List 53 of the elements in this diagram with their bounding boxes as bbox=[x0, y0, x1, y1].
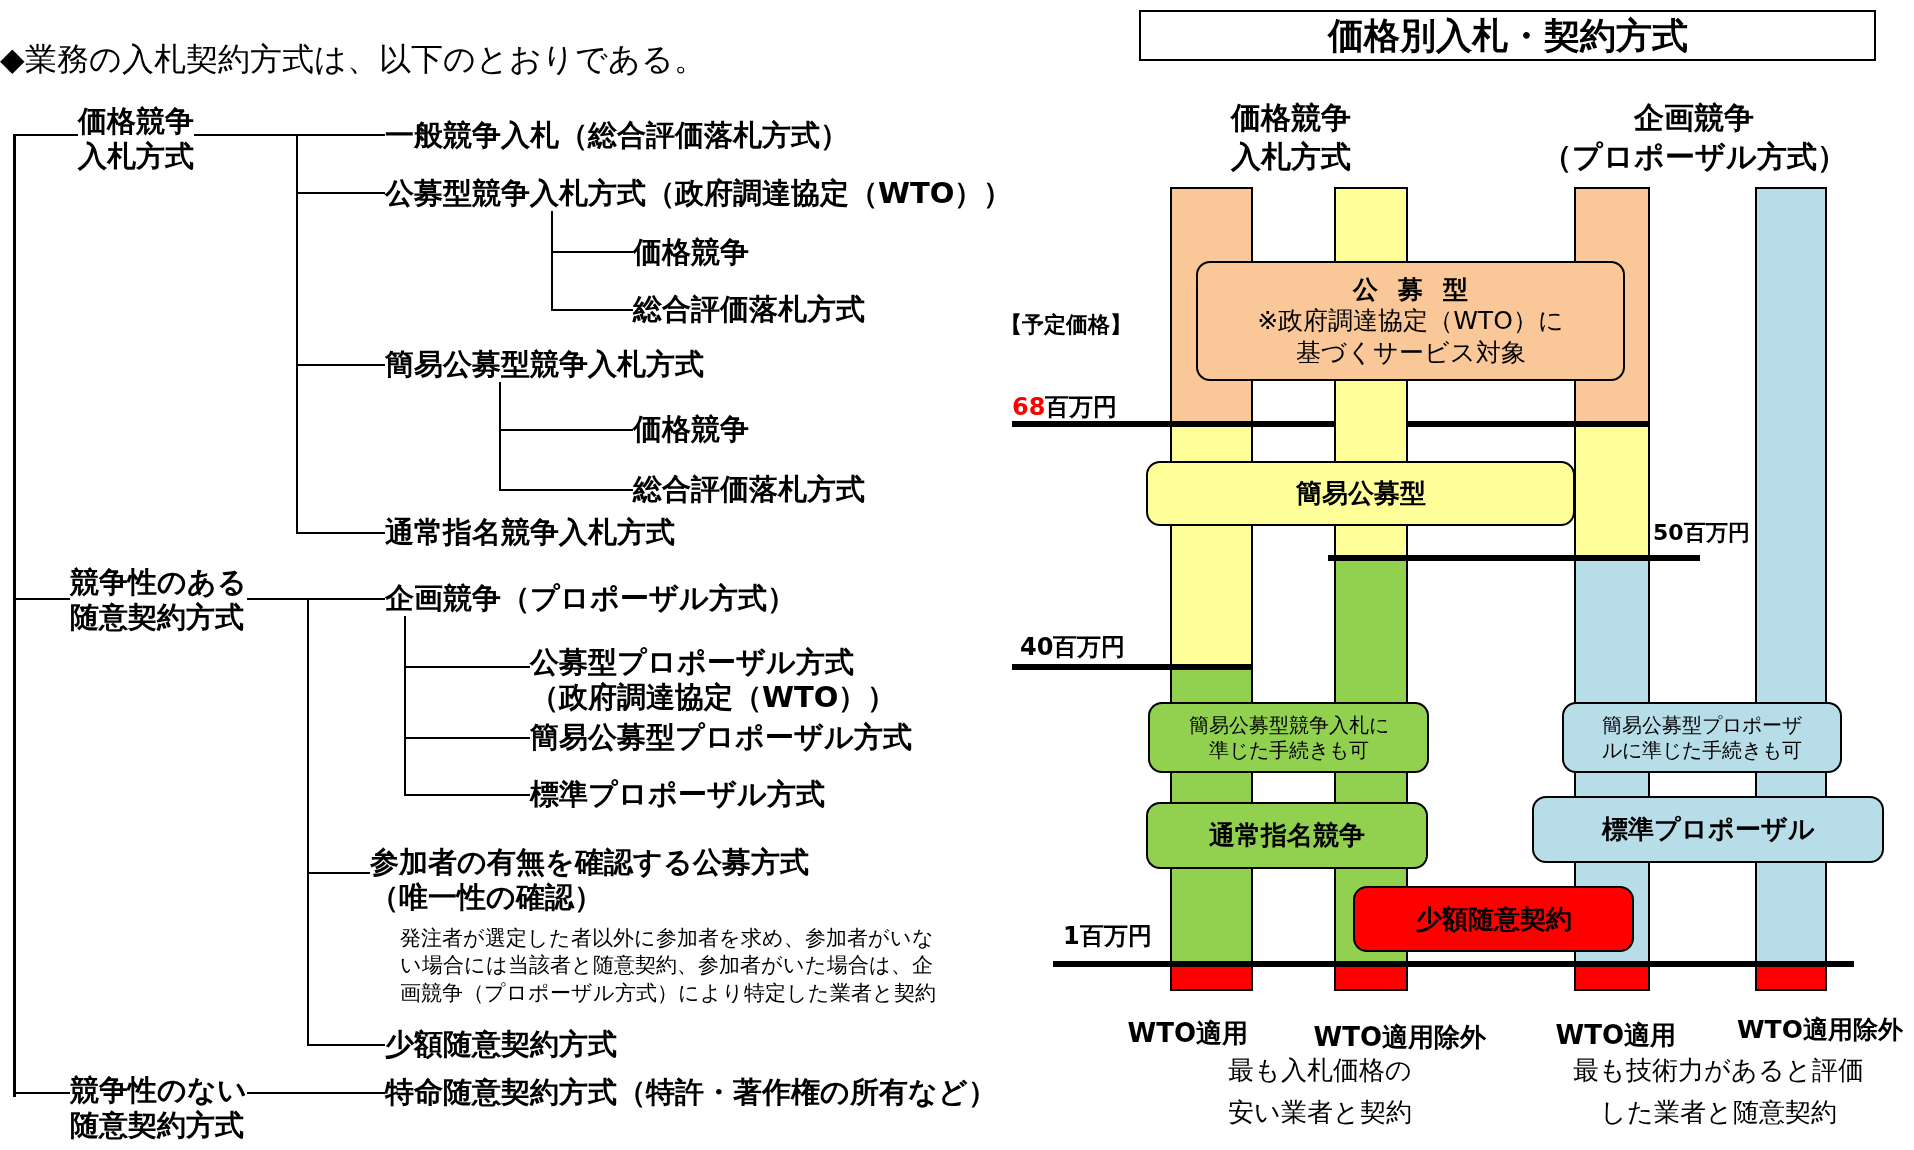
category-label: 競争性のない随意契約方式 bbox=[70, 1073, 247, 1143]
tree-connector bbox=[404, 615, 531, 796]
method-label: 特命随意契約方式（特許・著作権の所有など） bbox=[385, 1075, 997, 1110]
method-box: 通常指名競争 bbox=[1146, 802, 1428, 869]
tree-connector bbox=[193, 134, 386, 534]
tree-connector bbox=[246, 598, 386, 1046]
method-label: 少額随意契約方式 bbox=[385, 1027, 617, 1062]
method-label: 総合評価落札方式 bbox=[633, 292, 865, 327]
column-heading: 価格競争入札方式 bbox=[1231, 99, 1351, 176]
method-label: 簡易公募型プロポーザル方式 bbox=[530, 720, 912, 755]
tree-connector bbox=[15, 598, 71, 600]
method-box: 簡易公募型プロポーザルに準じた手続きも可 bbox=[1562, 702, 1842, 773]
method-box bbox=[1196, 261, 1625, 381]
method-box: 標準プロポーザル bbox=[1532, 796, 1884, 863]
column-label: WTO適用 bbox=[1555, 1020, 1677, 1052]
method-label: 総合評価落札方式 bbox=[633, 472, 865, 507]
description-text: 最も入札価格の安い業者と契約 bbox=[1228, 1054, 1412, 1129]
threshold-label: 1百万円 bbox=[1063, 922, 1152, 951]
category-label: 競争性のある随意契約方式 bbox=[70, 565, 247, 635]
method-box: 簡易公募型競争入札に準じた手続きも可 bbox=[1148, 702, 1429, 773]
heading: ◆業務の入札契約方式は、以下のとおりである。 bbox=[0, 40, 706, 79]
bracket-bar bbox=[13, 134, 16, 1097]
column-label: WTO適用除外 bbox=[1313, 1022, 1487, 1054]
method-label: 公募型競争入札方式（政府調達協定（WTO）） bbox=[385, 176, 1013, 211]
axis-label: 【予定価格】 bbox=[1000, 312, 1132, 339]
tree-connector bbox=[15, 1092, 71, 1094]
method-label: 企画競争（プロポーザル方式） bbox=[385, 581, 796, 616]
method-label: 参加者の有無を確認する公募方式（唯一性の確認） bbox=[370, 845, 809, 915]
category-label: 価格競争入札方式 bbox=[78, 104, 194, 174]
tree-connector bbox=[499, 381, 634, 491]
threshold-label: 50百万円 bbox=[1653, 520, 1750, 547]
method-label: 公募型プロポーザル方式（政府調達協定（WTO）） bbox=[530, 645, 897, 715]
tree-connector bbox=[246, 1092, 386, 1094]
note-text: 発注者が選定した者以外に参加者を求め、参加者がいない場合には当該者と随意契約、参加者がいた場合は、企画競争（プロポーザル方式）により特定した業者と契約 bbox=[400, 925, 936, 1007]
description-text: 最も技術力があると評価した業者と随意契約 bbox=[1572, 1054, 1864, 1129]
method-label: 標準プロポーザル方式 bbox=[530, 777, 825, 812]
method-label: 一般競争入札（総合評価落札方式） bbox=[385, 118, 849, 153]
tree-connector bbox=[551, 210, 634, 311]
column-label: WTO適用除外 bbox=[1737, 1015, 1903, 1045]
method-label: 通常指名競争入札方式 bbox=[385, 515, 675, 550]
method-label: 価格競争 bbox=[633, 235, 749, 270]
column-heading: 企画競争（プロポーザル方式） bbox=[1541, 99, 1847, 176]
column-label: WTO適用 bbox=[1127, 1018, 1249, 1050]
method-label: 価格競争 bbox=[633, 412, 749, 447]
method-box: 少額随意契約 bbox=[1353, 886, 1634, 952]
tree-connector bbox=[15, 134, 79, 136]
box-heading: 公募型 bbox=[1353, 274, 1488, 306]
threshold-label: 68百万円 bbox=[1012, 393, 1118, 422]
box-text: ※政府調達協定（WTO）に基づくサービス対象 bbox=[1257, 305, 1564, 368]
threshold-label: 40百万円 bbox=[1020, 633, 1126, 662]
chart-title-box: 価格別入札・契約方式 bbox=[1139, 10, 1876, 61]
method-box: 簡易公募型 bbox=[1146, 461, 1575, 526]
method-label: 簡易公募型競争入札方式 bbox=[385, 347, 704, 382]
